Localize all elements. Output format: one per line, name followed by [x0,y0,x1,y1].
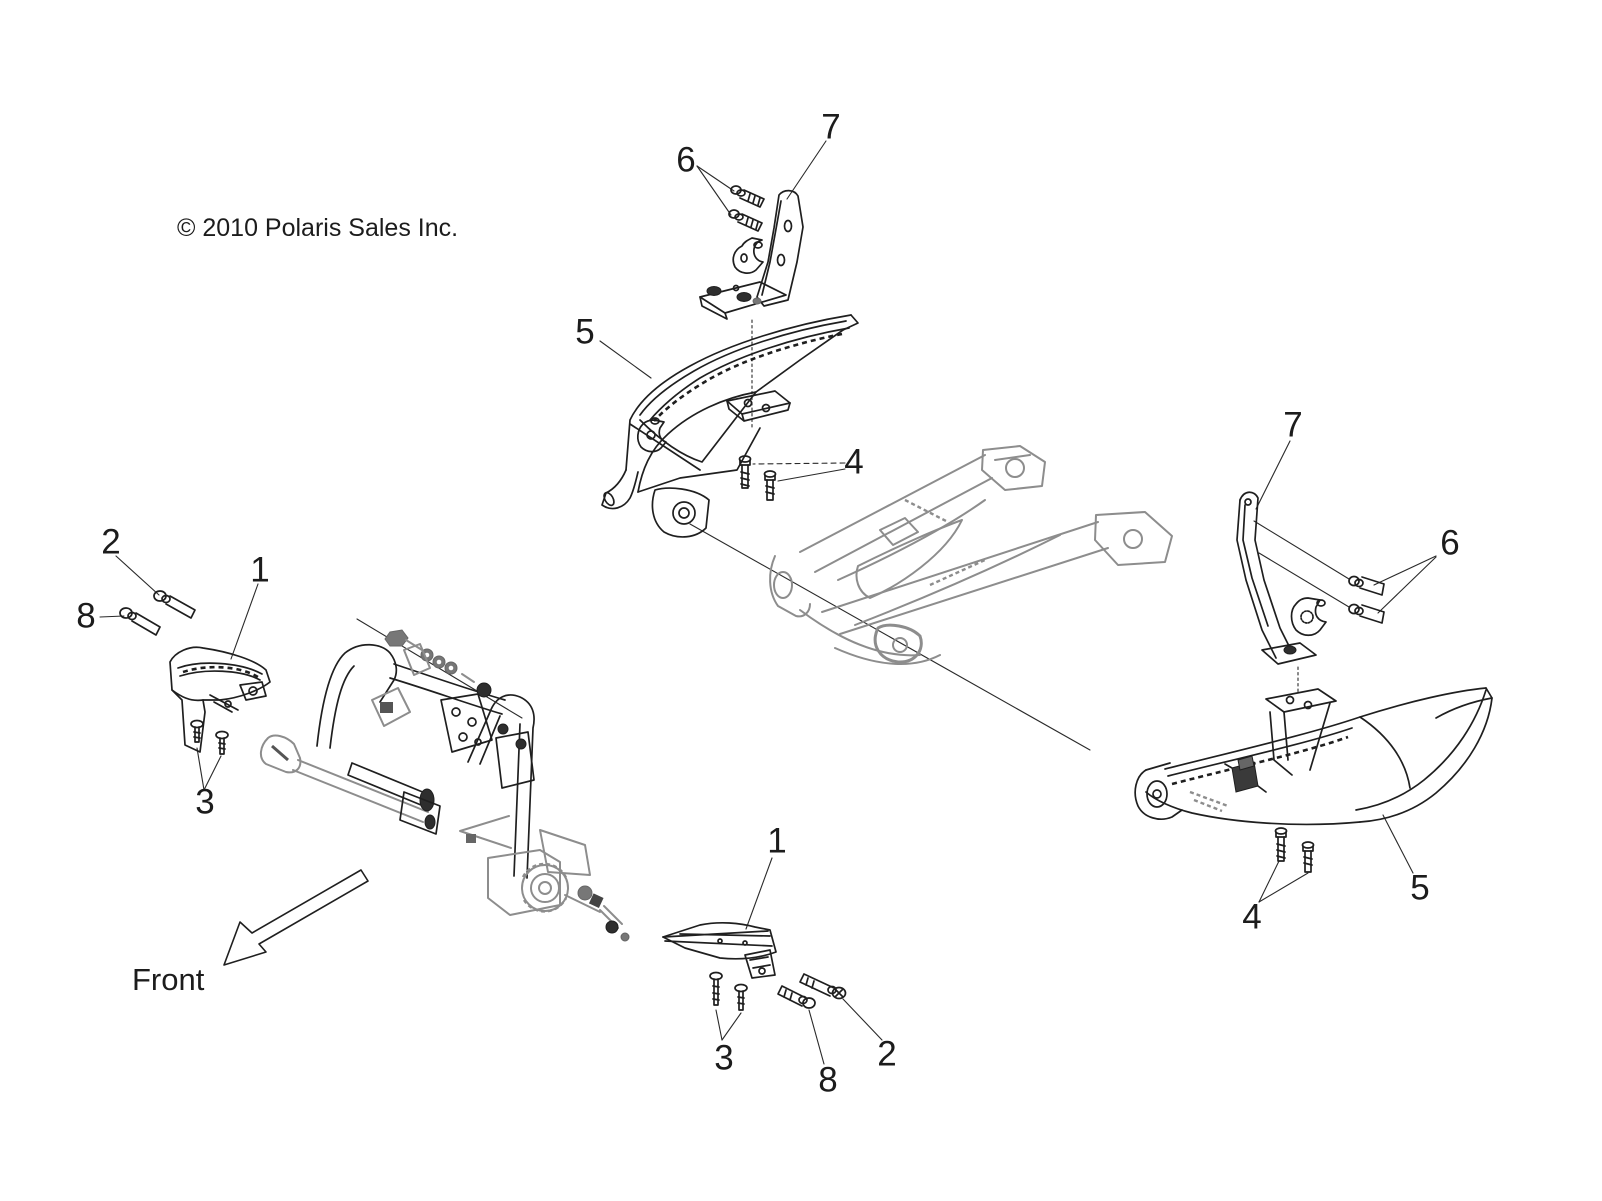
callout-4-right: 4 [1242,897,1262,937]
callout-4-left: 4 [844,442,864,482]
bolt-2-bottom [799,973,847,1000]
left-footrest-screws-3 [190,719,229,755]
callout-1-left: 1 [250,550,270,590]
swingarm-reference [769,445,1173,666]
callout-3-left: 3 [195,782,215,822]
bolt-6b [728,209,763,232]
bolt-2-left [153,590,196,619]
clamp-piece [732,237,764,274]
left-rack-clamp [637,417,667,453]
right-bracket-part [1236,491,1327,665]
front-label: Front [132,962,205,997]
bolt-6a [730,185,765,208]
bolt-8-left [119,607,161,636]
callout-5-right: 5 [1410,868,1430,908]
right-rack-part [1134,687,1493,873]
leader-lines [99,140,1437,1065]
frame-right-leg [459,723,591,876]
right-footrest-screws-3 [709,971,748,1011]
front-direction-arrow [223,869,369,966]
right-footrest-part [662,921,777,1011]
callout-8-left: 8 [76,596,96,636]
upper-bracket-part [699,189,804,320]
frame-reference [260,618,630,942]
callout-6-upper: 6 [676,140,696,180]
callout-3-bottom: 3 [714,1038,734,1078]
callout-2-bottom: 2 [877,1034,897,1074]
callout-7-right: 7 [1283,405,1303,445]
right-bolts-6 [1348,575,1385,624]
bolt-8-bottom [777,985,816,1009]
right-rack-mount-plate [1265,688,1337,776]
left-rack-part [601,314,859,538]
bottom-bolts-8-2 [777,973,847,1009]
callout-6-right: 6 [1440,523,1460,563]
callout-8-bottom: 8 [818,1060,838,1100]
frame-actuator [487,849,630,942]
callout-2-left: 2 [101,522,121,562]
frame-bracket-plate [440,693,493,753]
callout-5-left: 5 [575,312,595,352]
left-footrest-part [169,646,271,755]
left-rack-mount-plate [726,390,791,422]
upper-bolts-part [728,185,765,274]
right-rack-pivot [1134,762,1183,820]
frame-front-rail [260,687,441,835]
right-rack-bolts-4 [1274,827,1315,873]
right-bracket-clamp [1290,597,1327,637]
left-bolts-2-8 [119,590,196,636]
left-rack-pivot [651,487,710,538]
callout-1-bottom: 1 [767,821,787,861]
frame-fastener-string [384,629,492,698]
left-rack-bolts-4 [738,455,777,501]
callout-7-upper: 7 [821,107,841,147]
copyright-notice: © 2010 Polaris Sales Inc. [177,214,459,242]
right-rack-clamp [1189,755,1267,813]
